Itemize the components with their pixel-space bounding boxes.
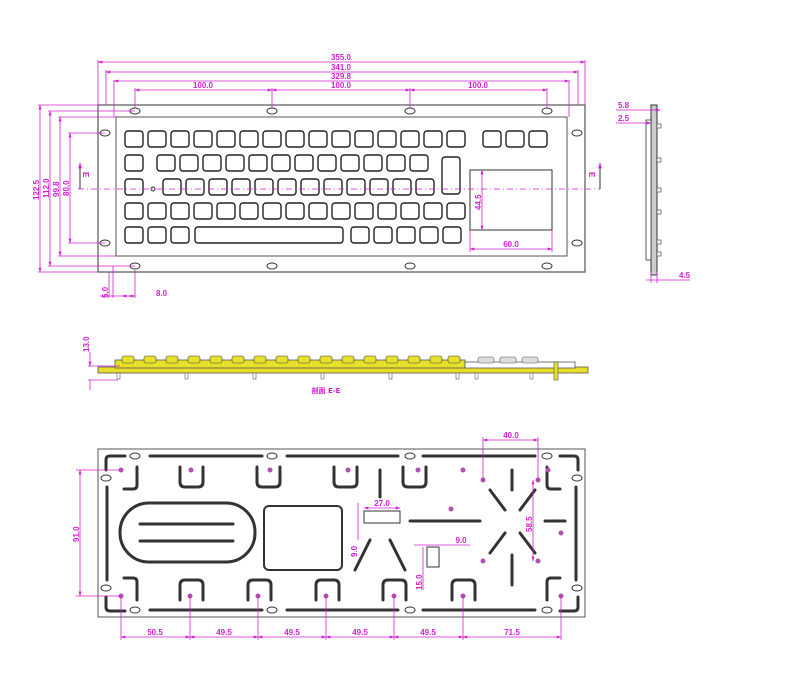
touchpad-recess xyxy=(263,505,343,571)
front-panel-inner xyxy=(115,116,568,257)
dim-edge-horizontal: 8.0 xyxy=(156,289,168,298)
bottom-view: 91.0 50.5 49.5 49.5 49.5 49.5 71.5 40.0 … xyxy=(72,431,586,640)
dim-overall-width: 355.0 xyxy=(331,53,352,62)
dim-spacing-4: 49.5 xyxy=(352,628,368,637)
dim-width-341: 341.0 xyxy=(331,63,352,72)
dim-spacing-1: 50.5 xyxy=(147,628,163,637)
dim-left-9: 9.0 xyxy=(350,545,359,557)
dim-small-rect-width: 9.0 xyxy=(455,536,467,545)
dim-top-40: 40.0 xyxy=(503,431,519,440)
dim-spacing-6: 71.5 xyxy=(504,628,520,637)
side-view: 5.8 2.5 4.5 xyxy=(616,101,691,283)
dim-hole-spacing-2: 100.0 xyxy=(331,81,352,90)
dim-bottom-height: 91.0 xyxy=(72,526,81,542)
dim-spacing-2: 49.5 xyxy=(216,628,232,637)
dim-height-112: 112.0 xyxy=(42,178,51,198)
dim-overall-height: 122.5 xyxy=(32,179,41,200)
led-indicator xyxy=(150,186,156,192)
dim-touchpad-height: 44.5 xyxy=(474,194,483,210)
dim-small-rect-height: 15.0 xyxy=(415,574,424,590)
dim-spacing-5: 49.5 xyxy=(420,628,436,637)
dim-height-80: 80.0 xyxy=(62,180,71,196)
section-label: 剖面 E-E xyxy=(312,386,341,395)
dim-vertical-58: 58.5 xyxy=(525,516,534,532)
dim-rect-27: 27.0 xyxy=(374,499,390,508)
dim-side-top-2: 2.5 xyxy=(618,114,630,123)
dim-spacing-3: 49.5 xyxy=(284,628,300,637)
section-marker-left: E xyxy=(81,172,90,178)
front-panel-outline xyxy=(97,104,586,273)
dim-hole-spacing-1: 100.0 xyxy=(193,81,214,90)
dim-side-top-1: 5.8 xyxy=(618,101,630,110)
dim-touchpad-width: 60.0 xyxy=(503,240,519,249)
speaker-grille xyxy=(118,501,257,564)
front-view: E E 355.0 341.0 329.8 100.0 100.0 100.0 xyxy=(32,53,602,298)
dim-width-329: 329.8 xyxy=(331,72,352,81)
dim-edge-vertical: 5.0 xyxy=(101,286,110,298)
section-view: 13.0 剖面 E-E xyxy=(82,336,589,395)
touchpad xyxy=(469,169,553,231)
keyboard-keys xyxy=(124,130,548,244)
dim-section-height: 13.0 xyxy=(82,336,91,352)
dim-side-bottom: 4.5 xyxy=(679,271,691,280)
dim-height-99: 99.8 xyxy=(52,181,61,197)
dim-hole-spacing-3: 100.0 xyxy=(468,81,489,90)
section-marker-right: E xyxy=(587,172,596,178)
